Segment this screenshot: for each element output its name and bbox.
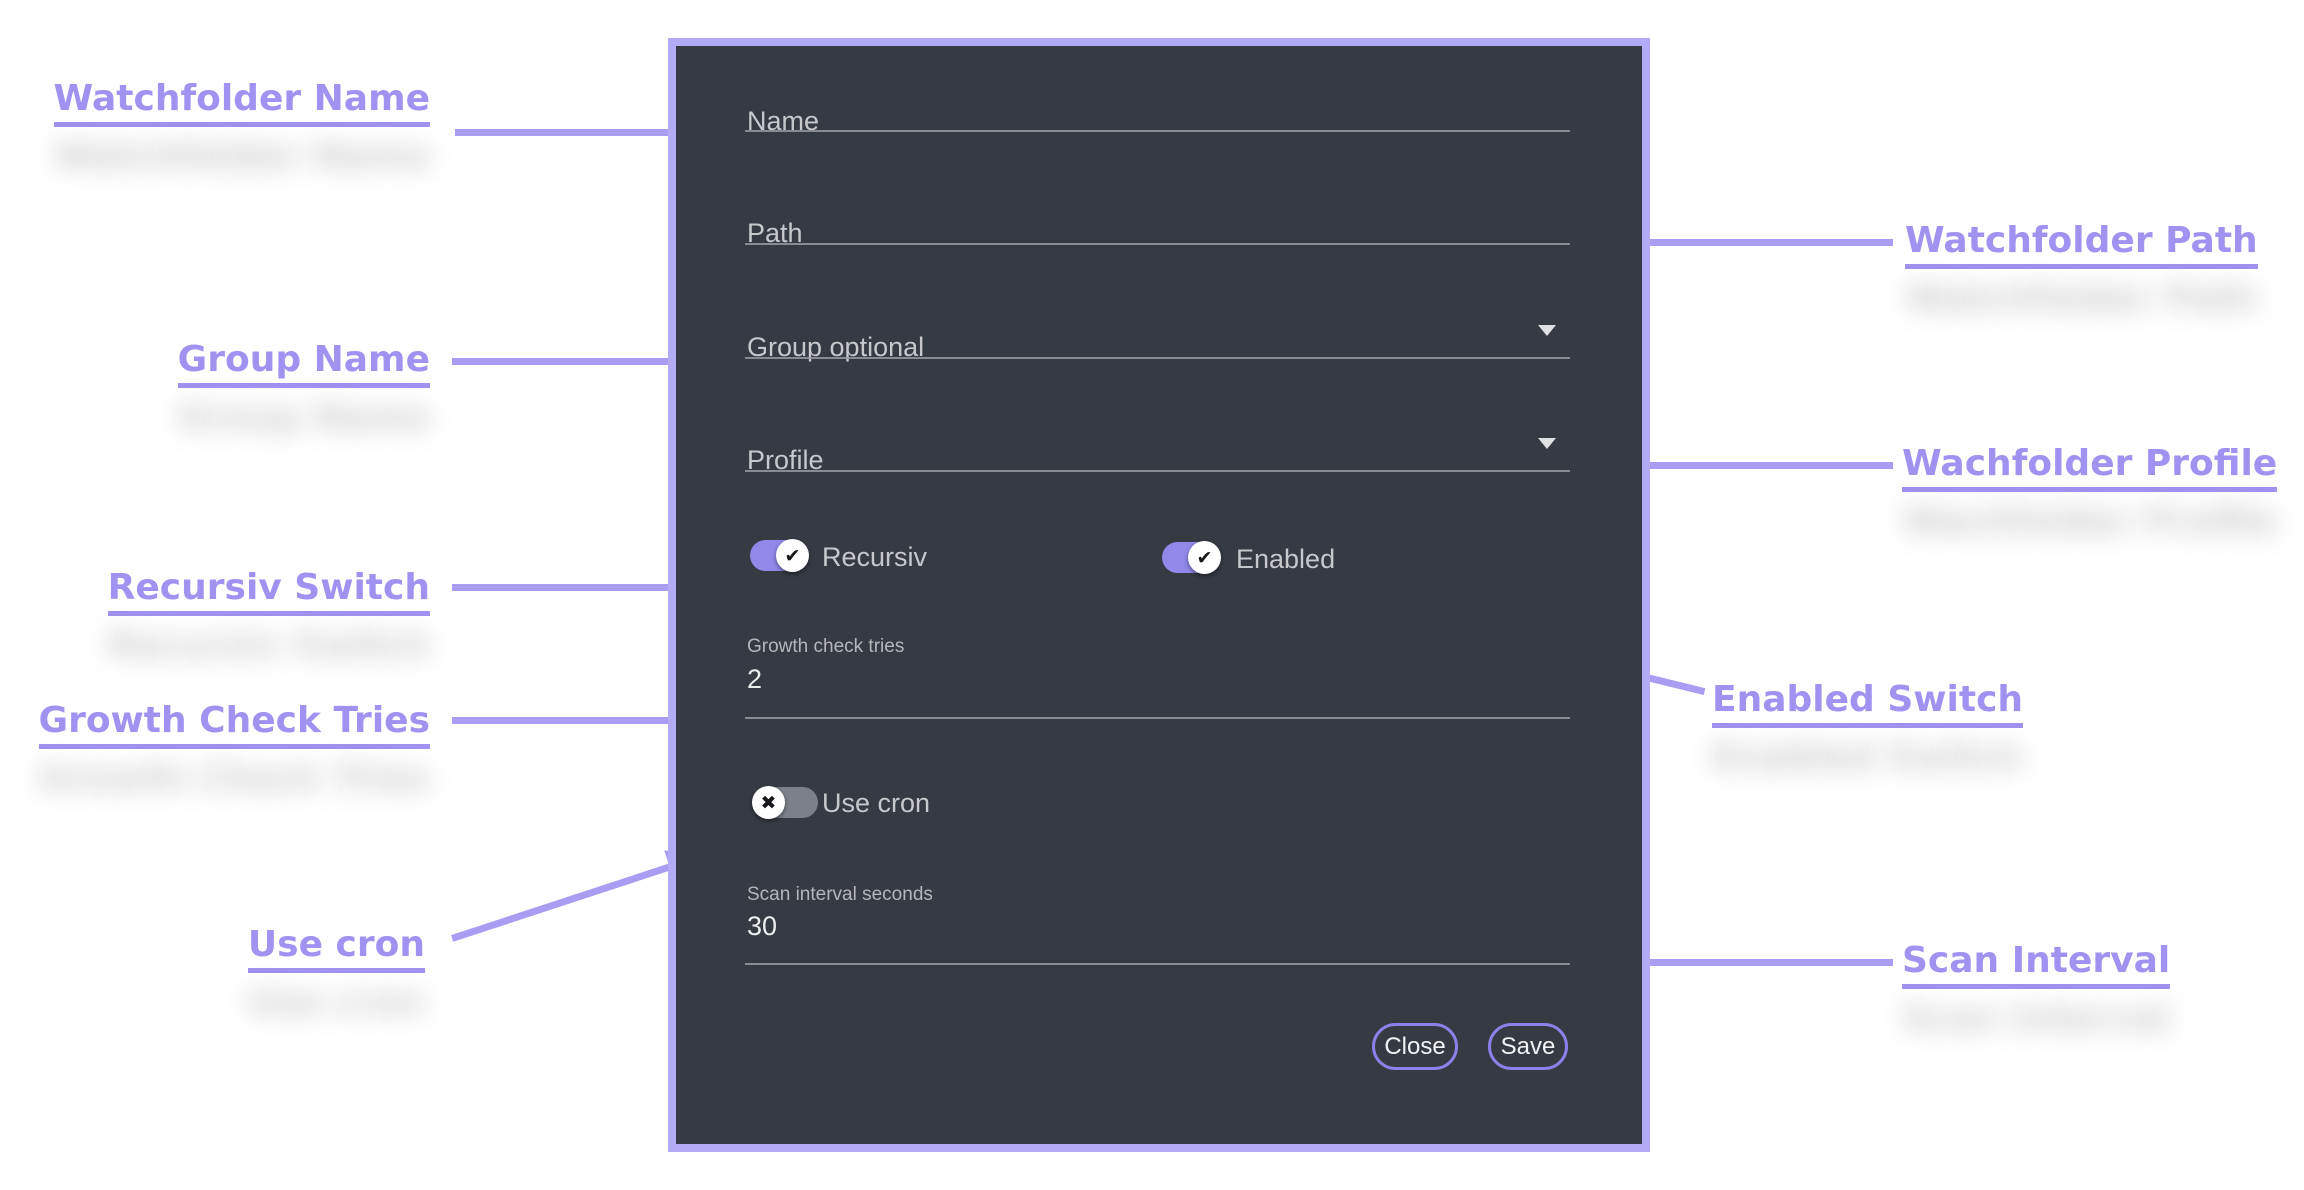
enabled-switch-thumb-check-icon[interactable]: ✔ [1188,541,1221,574]
annotation-group-name: Group Name [177,338,430,388]
enabled-switch[interactable]: ✔ [1162,541,1221,574]
scan-interval-underline [745,963,1570,965]
scan-interval-label: Scan interval seconds [747,884,933,905]
recursiv-switch[interactable]: ✔ [750,539,809,572]
use-cron-switch-label: Use cron [822,788,931,818]
annotation-growth-check-tries-text: Growth Check Tries [38,699,430,749]
name-field-label: Name [747,106,820,136]
annotation-use-cron-text: Use cron [247,923,425,973]
annotation-wachfolder-profile: Wachfolder Profile [1902,442,2278,492]
annotation-watchfolder-path: Watchfolder Path [1905,219,2258,269]
growth-check-tries-label: Growth check tries [747,636,905,657]
annotation-watchfolder-name-text: Watchfolder Name [53,77,430,127]
annotation-wachfolder-profile-text: Wachfolder Profile [1902,442,2278,492]
growth-check-tries-value[interactable]: 2 [747,664,763,694]
profile-dropdown-caret-icon[interactable] [1538,438,1556,449]
annotation-scan-interval: Scan Interval [1902,939,2171,989]
watchfolder-dialog: Name Path Group optional Profile ✔ Recur… [668,38,1650,1152]
use-cron-switch-thumb-x-icon[interactable]: ✖ [752,786,785,819]
annotation-watchfolder-path-text: Watchfolder Path [1905,219,2258,269]
annotation-group-name-text: Group Name [177,338,430,388]
growth-check-tries-underline [745,717,1570,719]
close-button[interactable]: Close [1372,1023,1458,1070]
enabled-switch-label: Enabled [1236,544,1336,574]
annotation-recursiv-switch-text: Recursiv Switch [107,566,430,616]
arrow-to-use-cron-switch-icon [450,839,710,942]
annotation-watchfolder-name: Watchfolder Name [53,77,430,127]
annotation-enabled-switch-text: Enabled Switch [1712,678,2024,728]
recursiv-switch-label: Recursiv [822,542,928,572]
save-button[interactable]: Save [1488,1023,1568,1070]
annotation-growth-check-tries: Growth Check Tries [38,699,430,749]
use-cron-switch[interactable]: ✖ [752,786,818,819]
annotation-use-cron: Use cron [247,923,425,973]
scan-interval-value[interactable]: 30 [747,911,778,941]
name-input-underline [745,130,1570,132]
annotation-enabled-switch: Enabled Switch [1712,678,2024,728]
annotation-scan-interval-text: Scan Interval [1902,939,2171,989]
annotation-recursiv-switch: Recursiv Switch [107,566,430,616]
recursiv-switch-thumb-check-icon[interactable]: ✔ [776,539,809,572]
path-input-underline [745,243,1570,245]
profile-select-underline [745,470,1570,472]
group-dropdown-caret-icon[interactable] [1538,325,1556,336]
group-select-underline [745,357,1570,359]
